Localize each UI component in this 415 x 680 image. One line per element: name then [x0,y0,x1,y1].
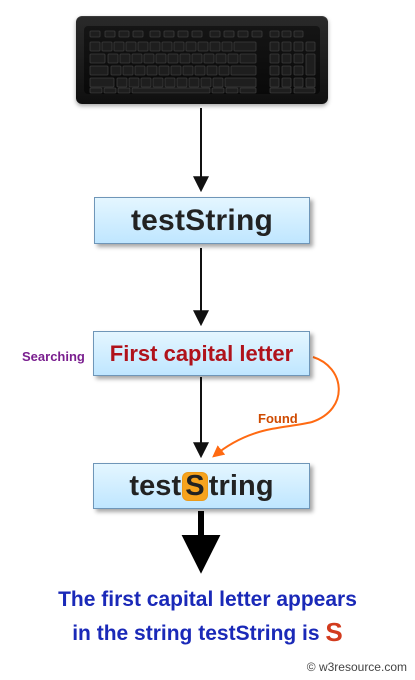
result-line-1: The first capital letter appears [58,588,357,611]
result-prefix: test [129,469,182,502]
curved-arrow-icon [212,356,340,458]
search-box-text: First capital letter [109,340,294,366]
highlighted-capital-letter: S [182,471,208,501]
input-box-text: testString [130,203,273,237]
found-label: Found [258,411,298,426]
result-suffix: tring [208,469,274,502]
keyboard-surface [84,26,320,94]
result-line-2-highlight: S [325,617,343,647]
keyboard-icon [76,16,328,104]
result-line-2: in the string testString is S [0,616,415,650]
result-statement: The first capital letter appears in the … [0,584,415,650]
result-line-2-prefix: in the string testString is [72,622,326,645]
search-box: First capital letter [93,331,310,376]
input-box: testString [94,197,310,244]
result-box: test S tring [93,463,310,509]
keyboard-keys [89,30,316,94]
searching-label: Searching [22,349,85,364]
footer-credit: © w3resource.com [306,660,407,674]
